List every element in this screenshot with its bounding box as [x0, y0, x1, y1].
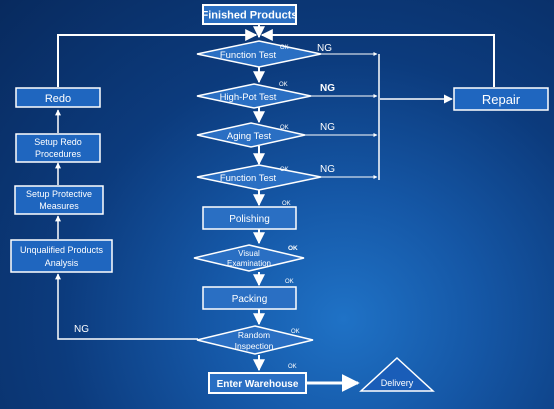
ok-labels: OK OK OK OK OK OK OK OK OK [279, 45, 300, 370]
finished-products-label: Finished Products [202, 10, 298, 22]
unqualified-products-analysis-label-2: Analysis [45, 258, 79, 268]
delivery-triangle: Delivery [359, 356, 435, 392]
ok-label: OK [285, 279, 294, 285]
ng-label: NG [320, 83, 335, 94]
setup-protective-measures-label-1: Setup Protective [26, 189, 92, 199]
ok-label: OK [288, 364, 297, 370]
random-inspection-diamond: Random Inspection [196, 325, 314, 355]
ng-label: NG [74, 324, 89, 335]
high-pot-test-diamond: High-Pot Test [196, 83, 312, 109]
delivery-label: Delivery [381, 378, 414, 388]
ng-label: NG [320, 122, 335, 133]
finished-products-box: Finished Products [202, 4, 298, 25]
function-test-1-diamond: Function Test [196, 40, 322, 68]
random-inspection-label-1: Random [238, 330, 270, 340]
visual-examination-diamond: Visual Examination [193, 244, 305, 272]
enter-warehouse-label: Enter Warehouse [217, 379, 299, 390]
ng-labels: NG NG NG NG NG [74, 43, 335, 335]
visual-examination-label-2: Examination [227, 259, 271, 268]
enter-warehouse-box: Enter Warehouse [208, 372, 307, 394]
redo-box: Redo [15, 87, 101, 108]
ok-label: OK [280, 125, 289, 131]
ng-label: NG [317, 43, 332, 54]
ng-label: NG [320, 164, 335, 175]
function-test-2-label: Function Test [220, 173, 277, 184]
repair-box: Repair [453, 87, 549, 111]
ok-label: OK [282, 201, 291, 207]
function-test-2-diamond: Function Test [196, 164, 322, 191]
packing-label: Packing [232, 294, 268, 305]
random-inspection-label-2: Inspection [235, 341, 274, 351]
redo-label: Redo [45, 93, 71, 105]
aging-test-diamond: Aging Test [196, 122, 306, 148]
ok-label: OK [280, 45, 289, 51]
repair-label: Repair [482, 92, 521, 107]
connector-lines [55, 24, 495, 392]
unqualified-products-analysis-label-1: Unqualified Products [20, 245, 104, 255]
setup-protective-measures-label-2: Measures [39, 201, 79, 211]
polishing-box: Polishing [202, 206, 297, 230]
polishing-label: Polishing [229, 214, 270, 225]
ok-label: OK [279, 82, 288, 88]
setup-redo-procedures-label-2: Procedures [35, 149, 82, 159]
packing-box: Packing [202, 286, 297, 310]
high-pot-test-label: High-Pot Test [220, 92, 277, 103]
setup-redo-procedures-label-1: Setup Redo [34, 137, 82, 147]
aging-test-label: Aging Test [227, 131, 272, 142]
setup-protective-measures-box: Setup Protective Measures [14, 185, 104, 215]
ok-label: OK [291, 329, 300, 335]
ok-label: OK [280, 167, 289, 173]
unqualified-products-analysis-box: Unqualified Products Analysis [10, 239, 113, 273]
function-test-1-label: Function Test [220, 50, 277, 61]
setup-redo-procedures-box: Setup Redo Procedures [15, 133, 101, 163]
ok-label: OK [288, 245, 298, 252]
visual-examination-label-1: Visual [238, 249, 260, 258]
